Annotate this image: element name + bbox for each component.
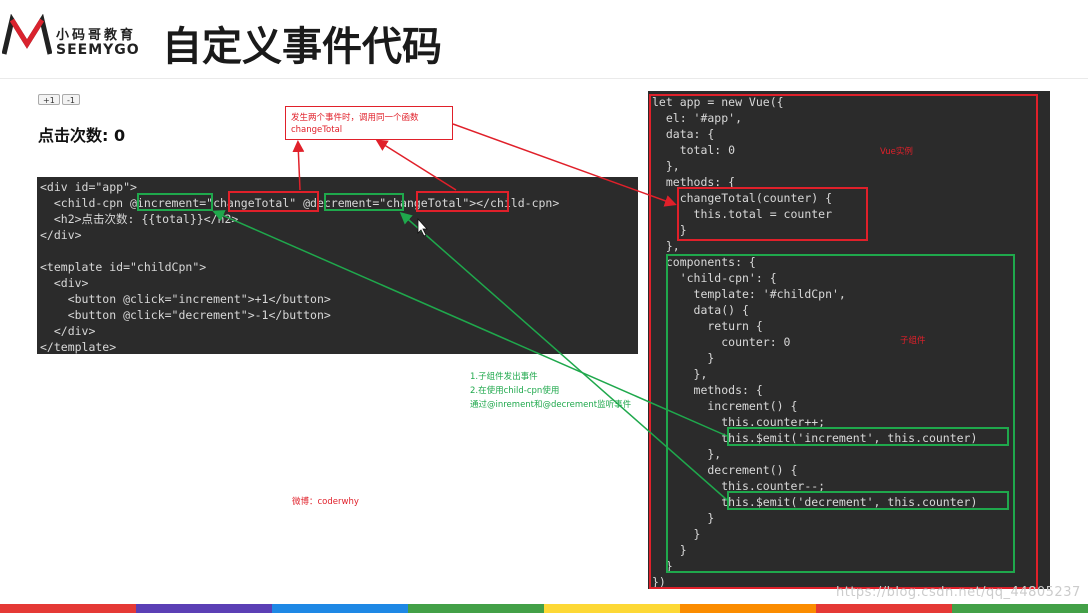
bottom-bar-segment (408, 604, 544, 613)
code-line: } (652, 559, 673, 573)
code-line: </div> (40, 228, 82, 242)
code-line: <button @click="increment">+1</button> (40, 292, 331, 306)
code-line: this.$emit('decrement', this.counter) (652, 495, 978, 509)
increment-button[interactable]: +1 (38, 94, 60, 105)
header-divider (0, 78, 1088, 79)
child-component-outline (666, 254, 1015, 573)
code-line: <button @click="decrement">-1</button> (40, 308, 331, 322)
code-line: this.counter--; (652, 479, 826, 493)
code-line: } (652, 511, 715, 525)
slide-title: 自定义事件代码 (162, 24, 442, 70)
logo-chinese-text: 小码哥教育 (56, 28, 137, 43)
vue-instance-label: Vue实例 (880, 147, 913, 157)
increment-listener-box (137, 193, 213, 211)
slide-header: 小码哥教育 SEEMYGO 自定义事件代码 (0, 0, 1088, 80)
bottom-bar-segment (952, 604, 1088, 613)
bottom-bar-segment (816, 604, 952, 613)
green-note-line-3: 通过@inrement和@decrement监听事件 (470, 400, 632, 410)
green-note-line-1: 1.子组件发出事件 (470, 372, 538, 382)
code-line: }) (652, 575, 666, 589)
seemygo-logo-mark-icon (2, 14, 52, 55)
code-line: this.counter++; (652, 415, 826, 429)
code-line: <h2>点击次数: {{total}}</h2> (40, 212, 239, 226)
bottom-color-bar (0, 604, 1088, 613)
bottom-bar-segment (680, 604, 816, 613)
bottom-bar-segment (544, 604, 680, 613)
decrement-listener-box (324, 193, 404, 211)
child-component-label: 子组件 (900, 336, 926, 346)
code-line: changeTotal(counter) { (652, 191, 833, 205)
bottom-bar-segment (0, 604, 136, 613)
code-line: } (652, 527, 701, 541)
weibo-label: 微博：coderwhy (292, 497, 359, 507)
code-line: </template> (40, 340, 117, 354)
code-line: this.$emit('increment', this.counter) (652, 431, 978, 445)
change-total-box-2 (416, 191, 509, 212)
code-line: <div id="app"> (40, 180, 137, 194)
csdn-watermark: https://blog.csdn.net/qq_44805237 (836, 585, 1081, 600)
code-line: counter: 0 (652, 335, 791, 349)
callout-box: 发生两个事件时，调用同一个函数 changeTotal (285, 106, 453, 140)
code-line: methods: { (652, 175, 736, 189)
change-total-box-1 (228, 191, 319, 212)
code-line: el: '#app', (652, 111, 743, 125)
emit-increment-box (727, 427, 1009, 446)
change-total-method-box (677, 187, 868, 241)
callout-line-2: changeTotal (291, 125, 343, 135)
code-line: <div> (40, 276, 89, 290)
bottom-bar-segment (272, 604, 408, 613)
callout-line-1: 发生两个事件时，调用同一个函数 (291, 113, 419, 123)
bottom-bar-segment (136, 604, 272, 613)
decrement-button[interactable]: -1 (62, 94, 80, 105)
logo-english-text: SEEMYGO (56, 42, 140, 58)
code-line: let app = new Vue({ (652, 95, 784, 109)
code-line: data: { (652, 127, 715, 141)
code-line: total: 0 (652, 143, 736, 157)
green-note-line-2: 2.在使用child-cpn使用 (470, 386, 560, 396)
code-line: } (652, 543, 687, 557)
code-line: <template id="childCpn"> (40, 260, 207, 274)
code-line: </div> (40, 324, 96, 338)
emit-decrement-box (727, 491, 1009, 510)
click-count-heading: 点击次数: 0 (38, 126, 126, 145)
